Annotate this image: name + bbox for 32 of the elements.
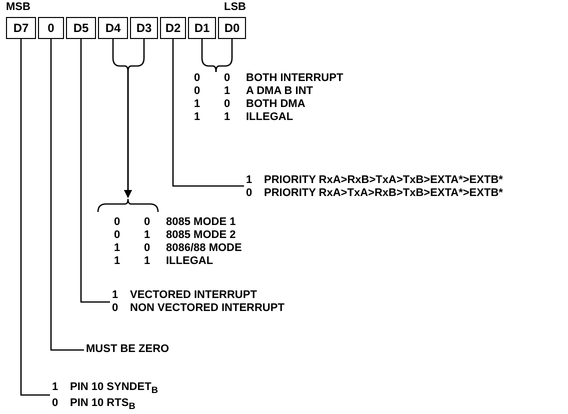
leader-line: [215, 39, 233, 73]
bit-cell: D3: [130, 17, 158, 39]
table-row: 1 0 BOTH DMA: [194, 98, 306, 111]
leader-line: [172, 39, 244, 187]
leader-line: [50, 39, 84, 351]
bit-order-label: MSB: [6, 1, 30, 14]
bit-cell: D4: [98, 17, 128, 39]
bit-cell: D7: [6, 17, 36, 39]
table-row: 1 PIN 10 SYNDET$_{B}$: [52, 381, 158, 398]
table-row: 1 1 ILLEGAL: [194, 111, 294, 124]
bit-cell: D2: [160, 17, 186, 39]
bit-order-label: LSB: [224, 1, 246, 14]
leader-line: [201, 39, 217, 73]
bit-cell: D1: [188, 17, 216, 39]
table-row: 1 VECTORED INTERRUPT: [112, 289, 257, 302]
bit-cell: D5: [66, 17, 96, 39]
table-row: 1 1 ILLEGAL: [114, 255, 214, 268]
table-row: 0 PRIORITY RxA>TxA>RxB>TxB>EXTA*>EXTB*: [246, 187, 503, 200]
table-row: 0 1 A DMA B INT: [194, 85, 314, 98]
bit-cell: D0: [218, 17, 246, 39]
table-row: 0 NON VECTORED INTERRUPT: [112, 302, 284, 315]
table-row: 0 1 8085 MODE 2: [114, 229, 236, 242]
table-row: 1 PRIORITY RxA>RxB>TxA>TxB>EXTA*>EXTB*: [246, 174, 503, 187]
leader-line: [20, 39, 50, 396]
leader-line: [80, 39, 110, 303]
arrow: [124, 39, 145, 198]
table-row: 0 PIN 10 RTS$_{B}$: [52, 397, 136, 414]
table-row: 0 0 8085 MODE 1: [114, 216, 236, 229]
note-text: MUST BE ZERO: [86, 343, 170, 356]
bit-cell: 0: [38, 17, 64, 39]
table-row: 1 0 8086/88 MODE: [114, 242, 242, 255]
table-row: 0 0 BOTH INTERRUPT: [194, 72, 344, 85]
